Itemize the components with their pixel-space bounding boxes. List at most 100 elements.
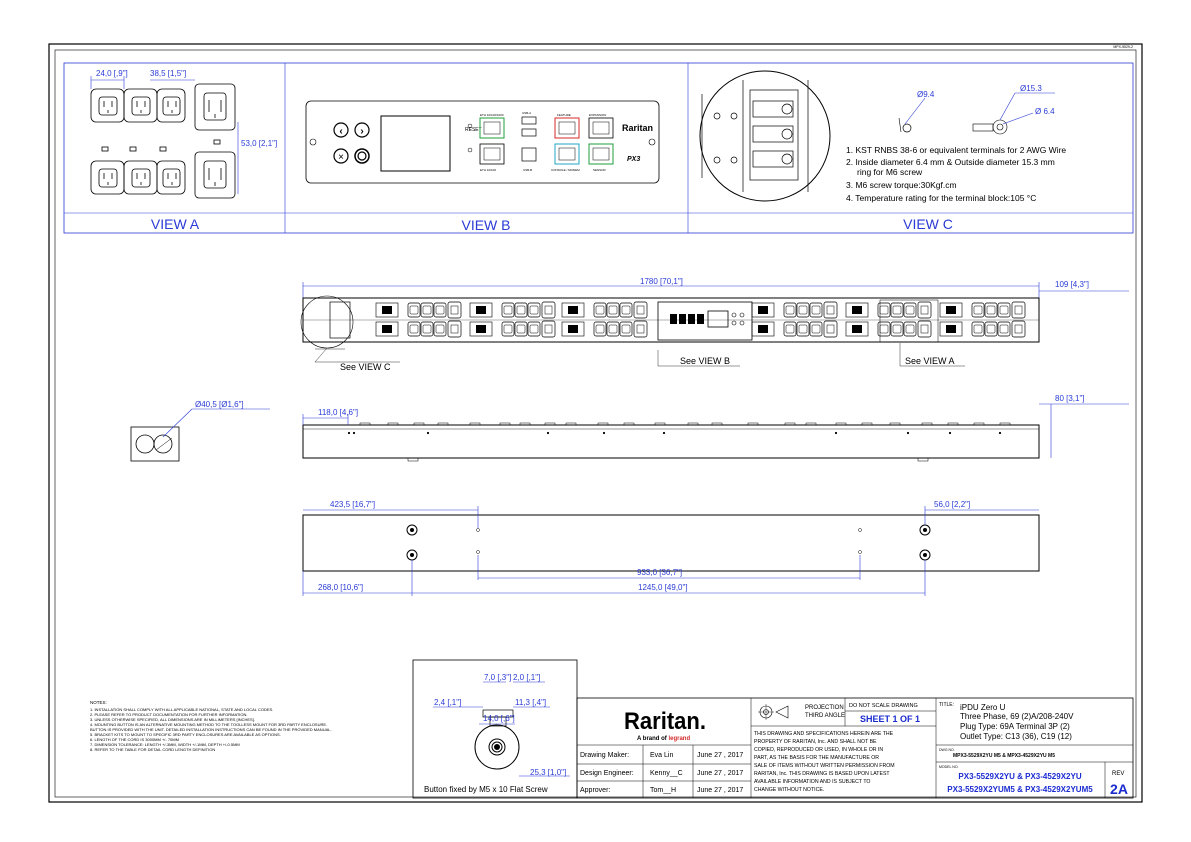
general-notes: NOTES: 1. INSTALLATION SHALL COMPLY WITH… <box>90 700 332 752</box>
view-b-label-eth1000: ETH 10/100/1000 <box>480 113 504 117</box>
side-dim-cord: Ø40,5 [Ø1,6"] <box>195 400 244 409</box>
side-bump <box>654 422 666 426</box>
svg-text:›: › <box>360 126 363 137</box>
mount-screw-right <box>648 138 656 146</box>
view-c-note-2b: ring for M6 screw <box>857 167 923 177</box>
side-bump <box>519 422 531 426</box>
approver-label: Approver: <box>580 787 610 794</box>
note-2: 2. PLEASE REFER TO PRODUCT DOCUMENTATION… <box>90 712 248 717</box>
outlet-group <box>939 301 1026 319</box>
dwg-number: MPX3-5529X2YU M5 & MPX3-4529X2YU M5 <box>953 753 1055 759</box>
side-bump <box>687 422 699 426</box>
drawing-maker-label: Drawing Maker: <box>580 752 629 759</box>
view-a-title: VIEW A <box>151 216 200 232</box>
front-dim-depth: 109 [4,3"] <box>1055 280 1089 289</box>
usb-a-port-1 <box>521 116 537 125</box>
title-line-2: Three Phase, 69 (2)A/208-240V <box>960 712 1074 721</box>
see-view-a: See VIEW A <box>905 356 955 366</box>
back-dim-left: 423,5 [16,7"] <box>330 500 375 509</box>
view-b-label-usba: USB-A <box>522 111 531 115</box>
side-hole <box>906 431 910 435</box>
eth-port-1000 <box>479 117 505 139</box>
ok-button-graphic <box>354 148 370 164</box>
side-hole <box>347 431 351 435</box>
usb-a-port-2 <box>521 128 537 137</box>
side-dim-height: 80 [3,1"] <box>1055 394 1085 403</box>
view-b-label-sensor: SENSOR <box>593 168 607 172</box>
side-bump <box>623 422 635 426</box>
disclaimer-5: SALE OF ITEMS WITHOUT WRITTEN PERMISSION… <box>754 763 895 769</box>
side-hole <box>352 431 356 435</box>
view-c-note-4: 4. Temperature rating for the terminal b… <box>846 193 1036 203</box>
front-dim-length: 1780 [70,1"] <box>640 277 683 286</box>
front-controller-module <box>657 301 753 341</box>
view-a-dim-height: 53,0 [2,1"] <box>241 139 277 148</box>
side-bump <box>711 422 723 426</box>
outlet-group <box>939 320 1026 338</box>
outlet-group <box>751 301 838 319</box>
design-engineer-date: June 27 , 2017 <box>697 770 743 777</box>
expansion-port <box>588 117 614 139</box>
drawing-maker-name: Eva Lin <box>650 752 673 759</box>
model-line-1: PX3-5529X2YU & PX3-4529X2YU <box>958 772 1081 781</box>
view-panels-frame <box>63 62 1134 234</box>
model-label: MODEL NO. <box>939 765 959 769</box>
view-b-title: VIEW B <box>461 217 510 233</box>
svg-text:‹: ‹ <box>339 126 342 137</box>
side-bump <box>565 422 577 426</box>
cancel-button-graphic <box>333 148 349 164</box>
projection-label: PROJECTION <box>805 705 844 711</box>
back-dim-end: 268,0 [10,6"] <box>318 583 363 592</box>
title-block: Raritan. A brand of legrand Drawing Make… <box>576 697 1134 799</box>
back-view: 423,5 [16,7"] 56,0 [2,2"] 933,0 [36,7"] … <box>302 500 1040 596</box>
button-dim-1: 7,0 [,3"] <box>484 673 511 682</box>
see-view-b: See VIEW B <box>680 356 730 366</box>
side-bump <box>889 422 901 426</box>
view-a: 24,0 [,9"] 38,5 [1,5"] 53,0 [2,1"] VIEW … <box>90 69 277 232</box>
back-dim-total: 1245,0 [49,0"] <box>638 583 688 592</box>
disclaimer-7: AVAILABLE INFORMATION AND IS SUBJECT TO <box>754 779 870 785</box>
sensor-port <box>588 143 614 165</box>
view-c-callout <box>300 295 354 349</box>
inner-border <box>54 49 1137 798</box>
view-c-note-3: 3. M6 screw torque:30Kgf.cm <box>846 180 957 190</box>
side-hole <box>546 431 550 435</box>
cord-connector <box>130 426 180 462</box>
side-bump <box>544 422 556 426</box>
notes-heading: NOTES: <box>90 700 107 705</box>
button-head <box>474 724 520 770</box>
console-modem-port <box>554 143 580 165</box>
outlet-group <box>375 320 462 338</box>
side-bump <box>359 422 371 426</box>
note-3: 3. UNLESS OTHERWISE SPECIFIED, ALL DIMEN… <box>90 717 255 722</box>
view-c-note-1: 1. KST RNBS 38-6 or equivalent terminals… <box>846 145 1066 155</box>
dwg-label: DWG NO. <box>939 748 955 752</box>
rev-value: 2A <box>1110 781 1128 797</box>
nav-left-button <box>333 122 349 138</box>
note-1: 1. INSTALLATION SHALL COMPLY WITH ALL AP… <box>90 707 273 712</box>
view-b-label-expansion: EXPANSION <box>589 113 606 117</box>
svg-text:×: × <box>338 152 344 163</box>
note-5: 5. BRACKET KITS TO MOUNT TO SPECIFIC 3RD… <box>90 732 281 737</box>
view-c-detail-circle <box>699 70 831 202</box>
side-bump <box>805 422 817 426</box>
eth-port-100 <box>479 143 505 165</box>
view-b-label-feature: FEATURE <box>557 113 571 117</box>
side-bump <box>597 422 609 426</box>
disclaimer-1: THIS DRAWING AND SPECIFICATIONS HEREIN A… <box>754 731 894 737</box>
view-a-dim-gap: 38,5 [1,5"] <box>150 69 186 78</box>
view-b-label-eth100: ETH 10/100 <box>480 168 496 172</box>
lcd-display <box>380 115 451 172</box>
view-b-label-reset: RESET <box>465 127 482 133</box>
button-dim-5: 14,0 [,6"] <box>483 714 515 723</box>
button-dim-6: 25,3 [1,0"] <box>530 768 566 777</box>
side-hole <box>426 431 430 435</box>
note-8: 8. REFER TO THE TABLE FOR DETAIL CORD LE… <box>90 747 215 752</box>
outlet-group <box>561 301 648 319</box>
button-dim-2: 2,0 [,1"] <box>513 673 540 682</box>
button-dim-4: 11,3 [,4"] <box>515 698 546 707</box>
nav-right-button <box>354 122 370 138</box>
outlet-group <box>375 301 462 319</box>
side-bump <box>947 422 959 426</box>
mount-button-tl <box>406 524 418 536</box>
